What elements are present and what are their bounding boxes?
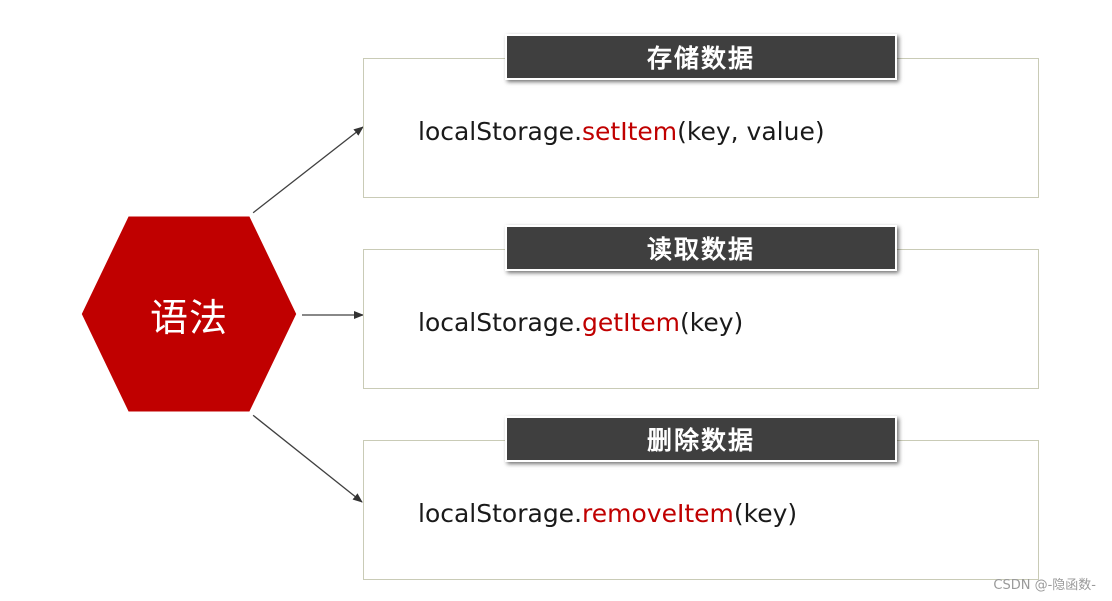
store-data-box: localStorage.setItem(key, value) xyxy=(363,58,1039,198)
delete-data-tag: 删除数据 xyxy=(505,416,897,462)
read-data-tag: 读取数据 xyxy=(505,225,897,271)
arrow-to-store xyxy=(248,126,364,217)
delete-args: (key) xyxy=(733,499,798,528)
delete-code: localStorage.removeItem(key) xyxy=(418,499,797,528)
delete-method: removeItem xyxy=(582,499,734,528)
read-method: getItem xyxy=(582,308,680,337)
delete-data-box: localStorage.removeItem(key) xyxy=(363,440,1039,580)
store-data-tag: 存储数据 xyxy=(505,34,897,80)
arrow-to-delete xyxy=(248,411,363,503)
read-code: localStorage.getItem(key) xyxy=(418,308,743,337)
store-method: setItem xyxy=(582,117,678,146)
read-args: (key) xyxy=(679,308,744,337)
delete-object: localStorage. xyxy=(418,499,583,528)
syntax-label: 语法 xyxy=(149,295,228,340)
read-object: localStorage. xyxy=(418,308,583,337)
watermark: CSDN @-隐函数- xyxy=(993,578,1096,593)
store-code: localStorage.setItem(key, value) xyxy=(418,117,825,146)
read-data-box: localStorage.getItem(key) xyxy=(363,249,1039,389)
syntax-hexagon: 语法 xyxy=(76,211,302,417)
store-args: (key, value) xyxy=(677,117,825,146)
store-object: localStorage. xyxy=(418,117,583,146)
